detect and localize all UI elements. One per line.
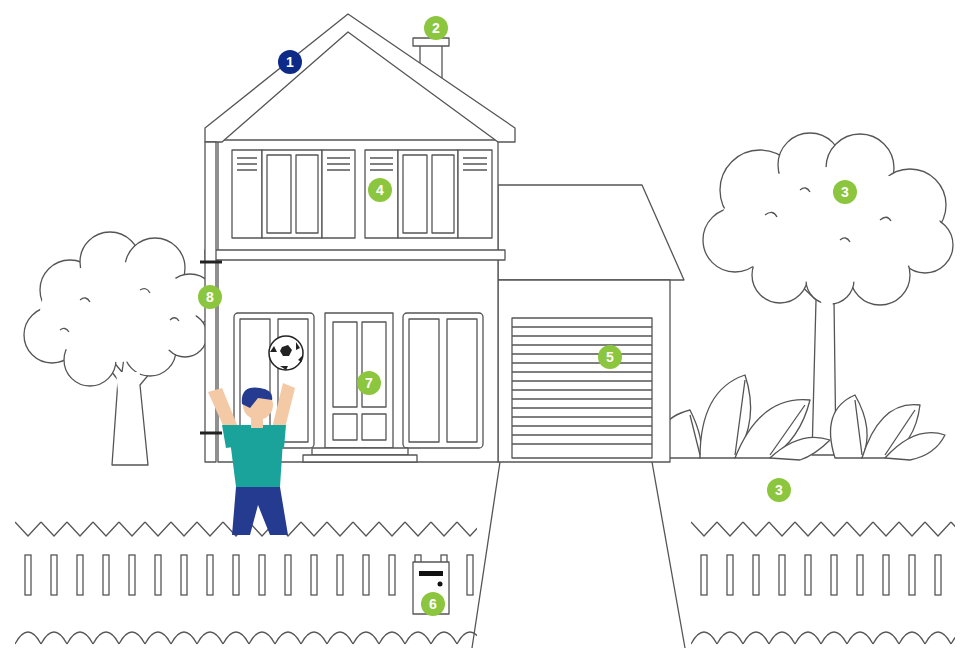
- garage: [498, 185, 684, 462]
- right-fence: [691, 520, 955, 655]
- callout-number: 3: [767, 478, 791, 502]
- callout-number: 7: [357, 371, 381, 395]
- callout-number: 2: [424, 16, 448, 40]
- callout-number: 1: [278, 50, 302, 74]
- boy: [208, 336, 303, 535]
- bushes: [661, 375, 945, 460]
- left-tree: [24, 232, 216, 465]
- callout-number: 3: [833, 180, 857, 204]
- callout-number: 8: [198, 285, 222, 309]
- callout-number: 5: [598, 345, 622, 369]
- driveway: [472, 462, 685, 648]
- house: [200, 14, 515, 462]
- left-fence: [15, 520, 477, 655]
- callout-number: 4: [368, 178, 392, 202]
- callout-number: 6: [421, 592, 445, 616]
